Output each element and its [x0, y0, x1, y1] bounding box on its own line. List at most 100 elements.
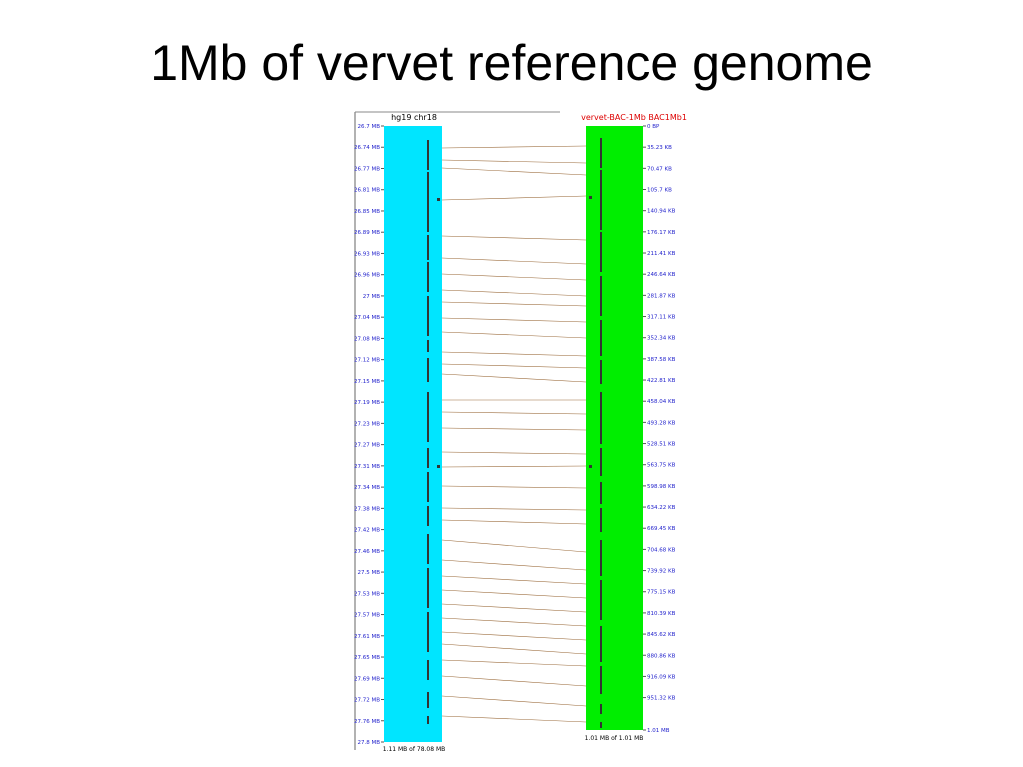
left-block [427, 358, 429, 382]
right-block [600, 482, 602, 504]
alignment-links [441, 145, 587, 723]
left-tick-label: 27.46 MB [354, 549, 380, 555]
right-tick-label: 563.75 KB [647, 463, 676, 469]
right-tick-label: 140.94 KB [647, 209, 676, 215]
left-tick-label: 27.57 MB [354, 613, 380, 619]
alignment-link [441, 363, 587, 369]
alignment-link [441, 257, 587, 265]
left-tick-label: 27.65 MB [354, 655, 380, 661]
alignment-link [441, 575, 587, 585]
left-block [427, 235, 429, 260]
alignment-link [441, 317, 587, 323]
right-tick-label: 634.22 KB [647, 505, 676, 511]
slide-title: 1Mb of vervet reference genome [150, 35, 873, 91]
left-panel-header: hg19 chr18 [391, 113, 437, 122]
alignment-link [441, 235, 587, 241]
right-tick-label: 704.68 KB [647, 547, 676, 553]
right-block [600, 320, 602, 356]
alignment-link [441, 631, 587, 641]
left-tick-label: 27.04 MB [354, 315, 380, 321]
alignment-link [441, 589, 587, 599]
alignment-link [441, 539, 587, 553]
right-tick-label: 281.87 KB [647, 293, 676, 299]
right-tick-label: 775.15 KB [647, 590, 676, 596]
left-block [427, 716, 429, 724]
right-block [600, 232, 602, 272]
right-block [600, 626, 602, 662]
right-tick-label: 1.01 MB [647, 728, 670, 734]
left-block [427, 340, 429, 352]
left-block [427, 448, 429, 468]
right-tick-label: 105.7 KB [647, 188, 672, 194]
left-tick-label: 27.8 MB [357, 740, 380, 746]
right-bac-band [586, 126, 643, 730]
right-tick-label: 387.58 KB [647, 357, 676, 363]
alignment-link [441, 373, 587, 383]
alignment-link [441, 519, 587, 525]
left-marker [437, 465, 440, 468]
right-tick-label: 317.11 KB [647, 315, 676, 321]
left-tick-label: 27.34 MB [354, 485, 380, 491]
right-tick-label: 35.23 KB [647, 145, 672, 151]
right-tick-label: 880.86 KB [647, 653, 676, 659]
alignment-link [441, 617, 587, 627]
right-tick-label: 598.98 KB [647, 484, 676, 490]
right-tick-label: 211.41 KB [647, 251, 676, 257]
alignment-link [441, 159, 587, 164]
left-tick-label: 27.53 MB [354, 591, 380, 597]
alignment-link [441, 659, 587, 667]
left-tick-label: 26.93 MB [354, 251, 380, 257]
alignment-link [441, 603, 587, 613]
left-block [427, 472, 429, 502]
alignment-link [441, 411, 587, 415]
right-panel-header: vervet-BAC-1Mb BAC1Mb1 [581, 113, 687, 122]
right-block [600, 360, 602, 384]
right-tick-label: 810.39 KB [647, 611, 676, 617]
right-tick-label: 176.17 KB [647, 230, 676, 236]
left-tick-label: 27 MB [363, 294, 380, 300]
right-block [600, 138, 602, 160]
right-tick-label: 493.28 KB [647, 420, 676, 426]
left-block [427, 158, 429, 170]
left-tick-label: 26.7 MB [357, 124, 380, 130]
right-block [600, 580, 602, 620]
left-block [427, 140, 429, 160]
right-marker [589, 196, 592, 199]
left-tick-label: 27.12 MB [354, 358, 380, 364]
left-block [427, 612, 429, 652]
alignment-link [441, 465, 587, 468]
left-marker [437, 198, 440, 201]
alignment-blocks [427, 138, 602, 728]
right-block [600, 508, 602, 532]
alignment-link [441, 675, 587, 687]
right-block [600, 156, 602, 168]
alignment-link [441, 695, 587, 707]
alignment-link [441, 559, 587, 571]
right-block [600, 704, 602, 714]
right-tick-label: 422.81 KB [647, 378, 676, 384]
left-block [427, 172, 429, 232]
left-tick-label: 27.19 MB [354, 400, 380, 406]
right-block [600, 170, 602, 230]
alignment-link [441, 195, 587, 201]
left-chromosome-band [384, 126, 442, 742]
left-block [427, 660, 429, 680]
right-tick-label: 951.32 KB [647, 696, 676, 702]
left-tick-label: 27.72 MB [354, 698, 380, 704]
alignment-link [441, 507, 587, 511]
alignment-link [441, 301, 587, 307]
left-tick-label: 27.76 MB [354, 719, 380, 725]
right-block [600, 392, 602, 444]
right-tick-label: 669.45 KB [647, 526, 676, 532]
left-tick-label: 27.38 MB [354, 506, 380, 512]
left-tick-label: 26.77 MB [354, 166, 380, 172]
alignment-link [441, 145, 587, 149]
right-block [600, 722, 602, 728]
right-block [600, 276, 602, 316]
left-block [427, 534, 429, 564]
left-tick-label: 27.61 MB [354, 634, 380, 640]
left-block [427, 568, 429, 608]
right-tick-label: 845.62 KB [647, 632, 676, 638]
left-tick-label: 27.23 MB [354, 421, 380, 427]
